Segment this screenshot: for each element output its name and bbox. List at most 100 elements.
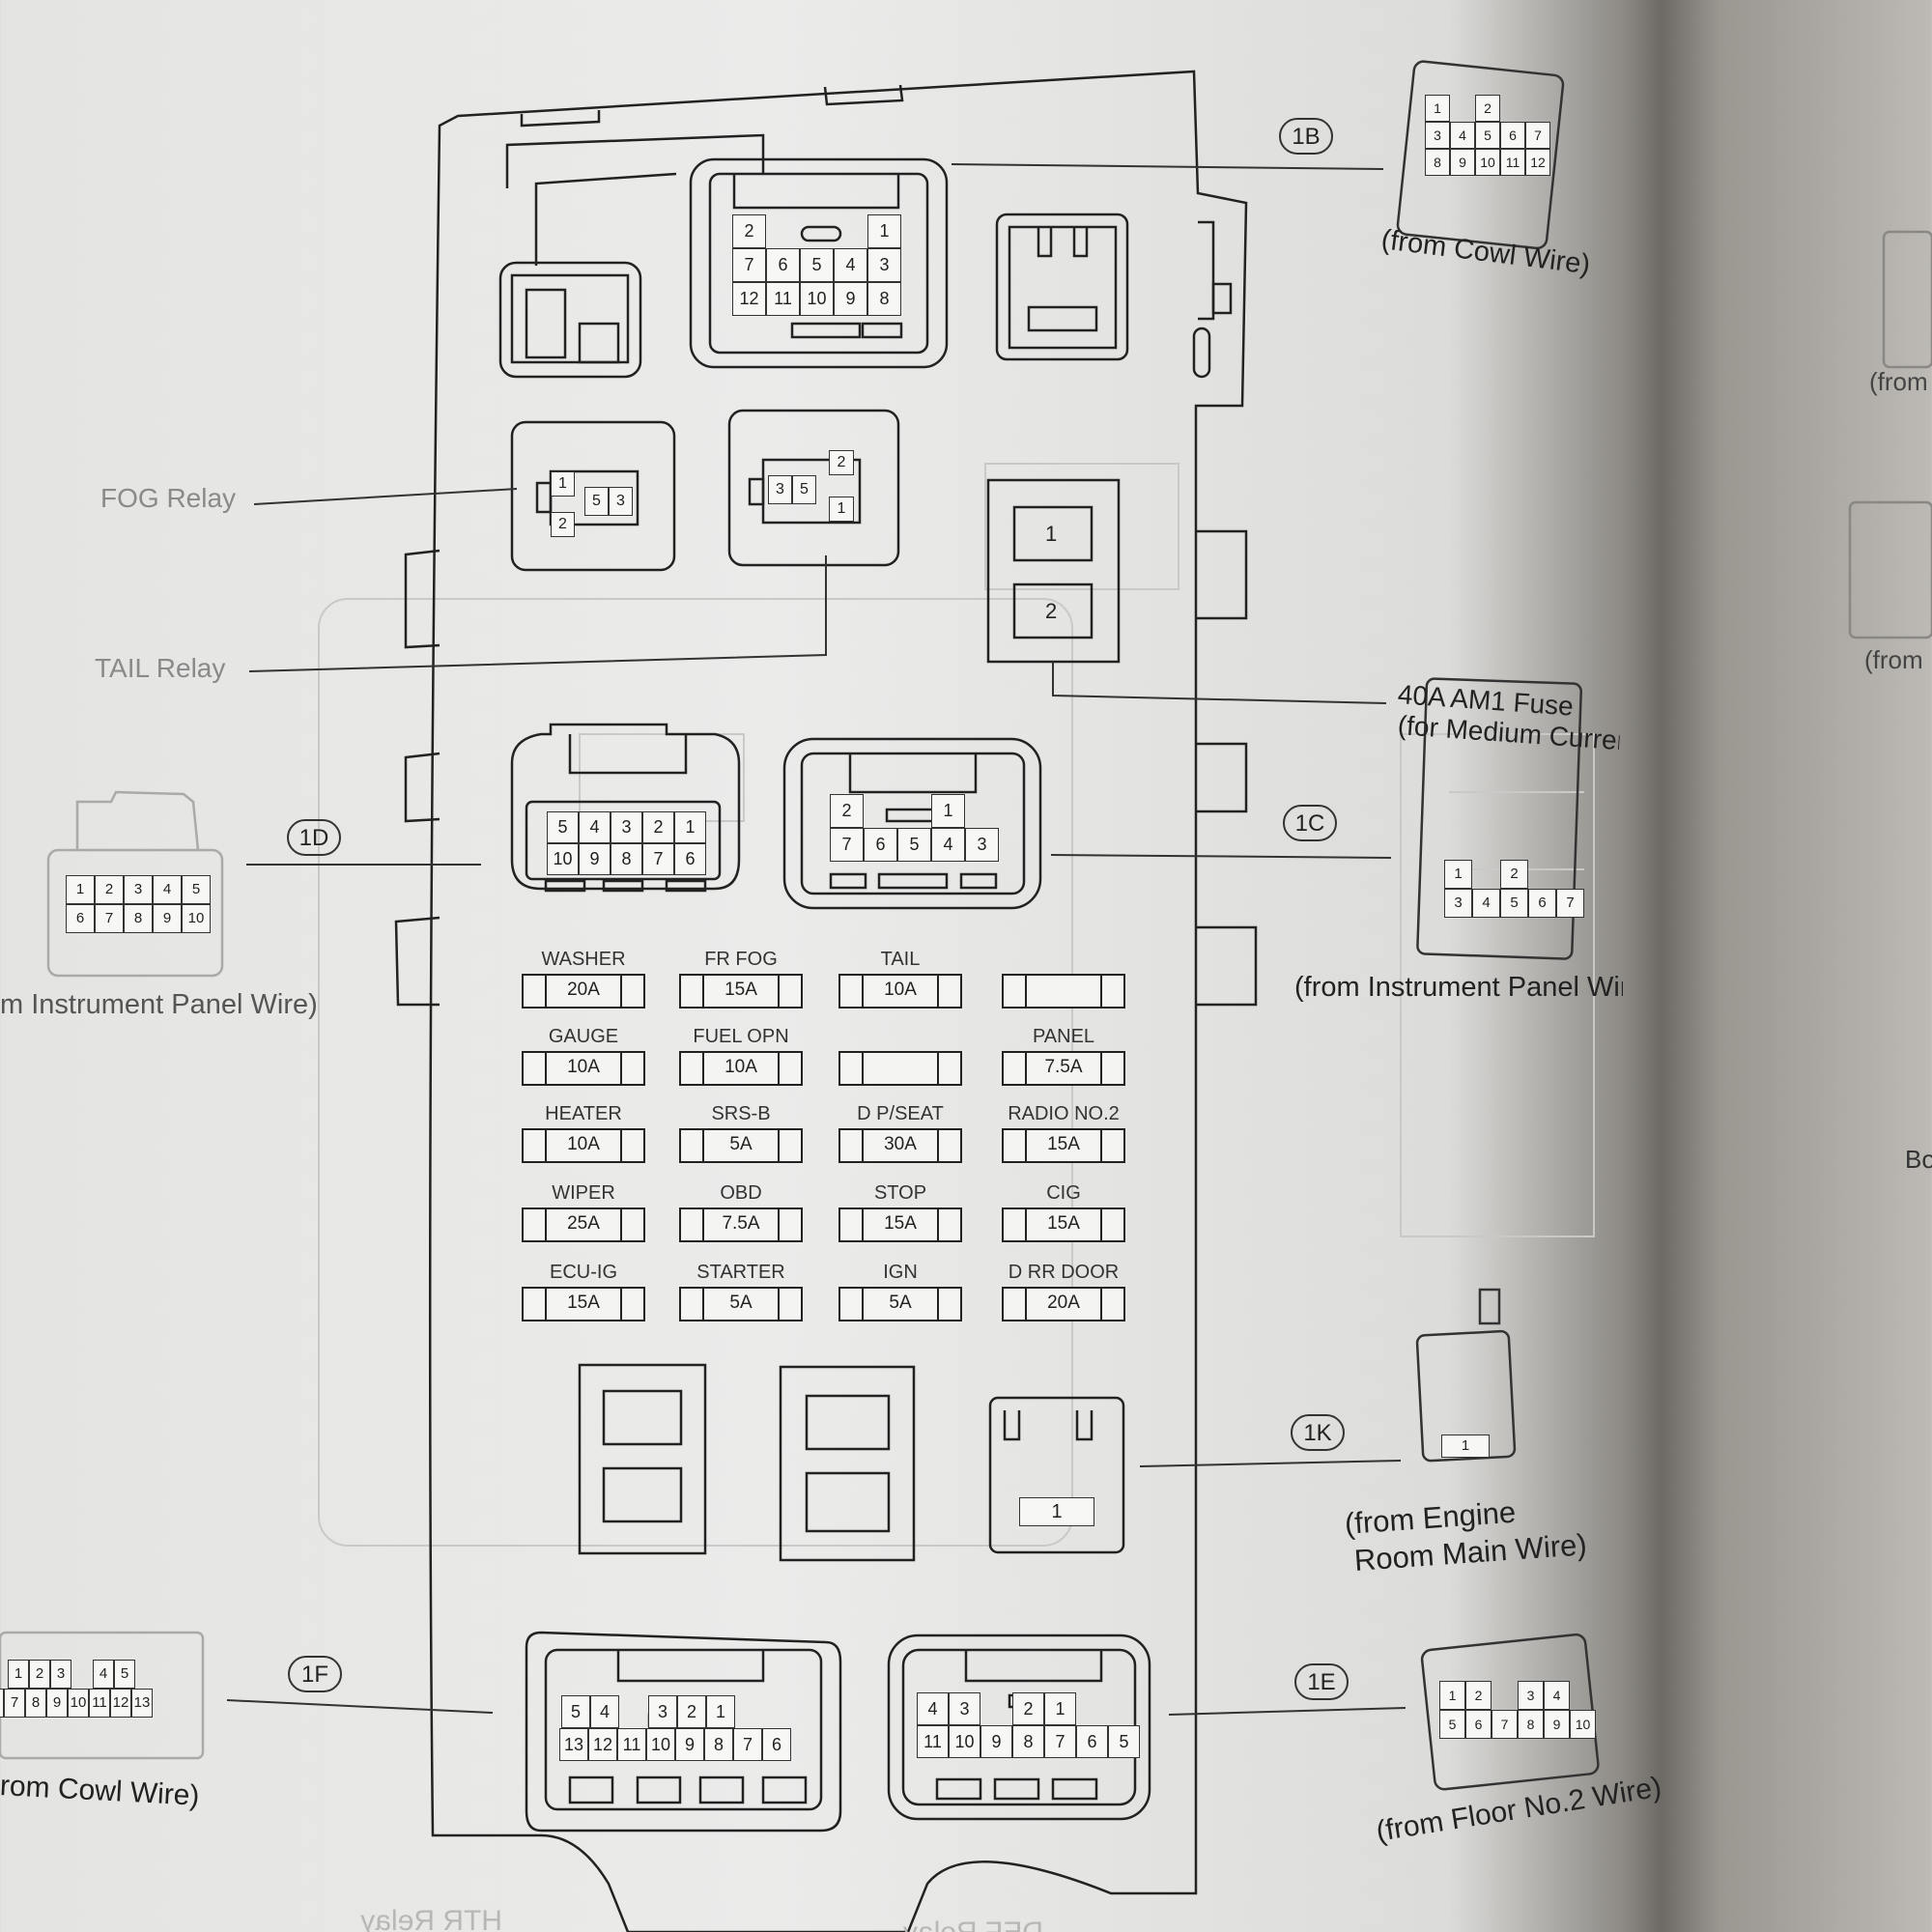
pin-fog-relay: 3 [609, 487, 633, 516]
fuse-slot: 20A [522, 974, 645, 1009]
pin-1F: 1 [706, 1695, 735, 1728]
ext-pin-1K: 1 [1441, 1435, 1490, 1458]
pin-1F: 7 [733, 1728, 762, 1761]
fuse-rating [862, 1051, 939, 1086]
fuse-rating: 10A [545, 1051, 622, 1086]
fuse-slot: 10A [679, 1051, 803, 1086]
fuse-rating: 30A [862, 1128, 939, 1163]
connector-1D-source: m Instrument Panel Wire) [0, 989, 318, 1020]
ext-pin-1F: 7 [4, 1689, 25, 1718]
fuse-slot: 30A [838, 1128, 962, 1163]
fuse-name: WIPER [552, 1182, 615, 1204]
fuse-slot: 5A [679, 1287, 803, 1321]
ext-pin-1B: 10 [1475, 149, 1500, 176]
pin-1F: 12 [588, 1728, 617, 1761]
ext-pin-1D: 7 [95, 904, 124, 933]
fuse-name: D RR DOOR [1008, 1262, 1120, 1283]
pin-1F: 4 [590, 1695, 619, 1728]
pin-1B: 2 [732, 214, 766, 248]
fuse-block-outline [428, 70, 1248, 1932]
ext-pin-1D: 3 [124, 875, 153, 904]
fuse-rating: 25A [545, 1208, 622, 1242]
connector-1C-source: (from Instrument Panel Wire) [1294, 972, 1623, 1003]
ext-pin-1B: 3 [1425, 122, 1450, 149]
pin-1F: 8 [704, 1728, 733, 1761]
ext-pin-1B: 9 [1450, 149, 1475, 176]
ext-pin-1D: 9 [153, 904, 182, 933]
fuse-rating: 15A [702, 974, 780, 1009]
right-page-fragment-2: (from [1864, 645, 1923, 674]
fuse-name: FUEL OPN [693, 1026, 789, 1047]
pin-1D: 7 [642, 843, 674, 875]
pin-fog-relay: 5 [584, 487, 609, 516]
pin-1B: 7 [732, 248, 766, 282]
pin-1F: 5 [561, 1695, 590, 1728]
pin-1B: 11 [766, 282, 800, 316]
connector-1B-badge: 1B [1279, 118, 1333, 155]
fuse-name: GAUGE [548, 1026, 619, 1047]
ext-pin-1D: 6 [66, 904, 95, 933]
connector-1F-badge: 1F [288, 1656, 342, 1692]
pin-1F: 13 [559, 1728, 588, 1761]
fuse-name: STOP [873, 1182, 927, 1204]
fuse-name: OBD [720, 1182, 762, 1204]
am1-fuse-pin-2: 2 [1045, 599, 1058, 623]
ext-pin-1E: 3 [1518, 1681, 1544, 1710]
pin-1B: 8 [867, 282, 901, 316]
ext-pin-1C: 7 [1556, 889, 1584, 918]
ext-pin-1E: 9 [1544, 1710, 1570, 1739]
fuse-rating: 5A [702, 1287, 780, 1321]
right-page-fragment-3: Bo [1905, 1145, 1932, 1174]
right-page-fragment-1: (from [1869, 367, 1928, 396]
pin-1B: 4 [834, 248, 867, 282]
connector-1E-badge: 1E [1294, 1663, 1349, 1700]
fuse-name: IGN [883, 1262, 918, 1283]
pin-1F: 2 [677, 1695, 706, 1728]
pin-1D: 2 [642, 811, 674, 843]
ext-pin-1B: 11 [1500, 149, 1525, 176]
pin-1E: 8 [1012, 1725, 1044, 1758]
ext-pin-1B: 5 [1475, 122, 1500, 149]
pin-1F: 9 [675, 1728, 704, 1761]
pin-1C: 2 [830, 794, 864, 828]
fuse-slot: 15A [1002, 1128, 1125, 1163]
fuse-rating: 10A [862, 974, 939, 1009]
ext-pin-1E: 10 [1570, 1710, 1596, 1739]
ext-pin-1D: 8 [124, 904, 153, 933]
ext-pin-1E: 4 [1544, 1681, 1570, 1710]
ext-pin-1D: 5 [182, 875, 211, 904]
ext-pin-1E: 1 [1439, 1681, 1465, 1710]
pin-1C: 1 [931, 794, 965, 828]
ext-pin-1F: 9 [46, 1689, 68, 1718]
pin-1B: 10 [800, 282, 834, 316]
ext-pin-1B: 1 [1425, 95, 1450, 122]
ext-pin-1B: 8 [1425, 149, 1450, 176]
pin-1D: 8 [611, 843, 642, 875]
ext-pin-1F: 5 [114, 1660, 135, 1689]
fuse-name: D P/SEAT [857, 1103, 944, 1124]
pin-1B: 12 [732, 282, 766, 316]
pin-1E: 10 [949, 1725, 980, 1758]
ext-pin-1F: 2 [29, 1660, 50, 1689]
pin-1B: 1 [867, 214, 901, 248]
fuse-name: WASHER [541, 949, 626, 970]
fuse-slot: 5A [679, 1128, 803, 1163]
fuse-rating: 15A [862, 1208, 939, 1242]
pin-1E: 6 [1076, 1725, 1108, 1758]
ext-pin-1D: 10 [182, 904, 211, 933]
pin-1D: 3 [611, 811, 642, 843]
pin-1E: 11 [917, 1725, 949, 1758]
ext-pin-1B: 4 [1450, 122, 1475, 149]
pin-1B: 5 [800, 248, 834, 282]
fuse-name: ECU-IG [550, 1262, 617, 1283]
fuse-slot: 15A [1002, 1208, 1125, 1242]
pin-1F: 10 [646, 1728, 675, 1761]
fuse-rating: 7.5A [702, 1208, 780, 1242]
ext-pin-1F: 1 [8, 1660, 29, 1689]
pin-1E: 3 [949, 1692, 980, 1725]
pin-tail-relay: 5 [792, 475, 816, 504]
pin-1B: 6 [766, 248, 800, 282]
pin-1F: 11 [617, 1728, 646, 1761]
fuse-rating: 15A [1025, 1208, 1102, 1242]
